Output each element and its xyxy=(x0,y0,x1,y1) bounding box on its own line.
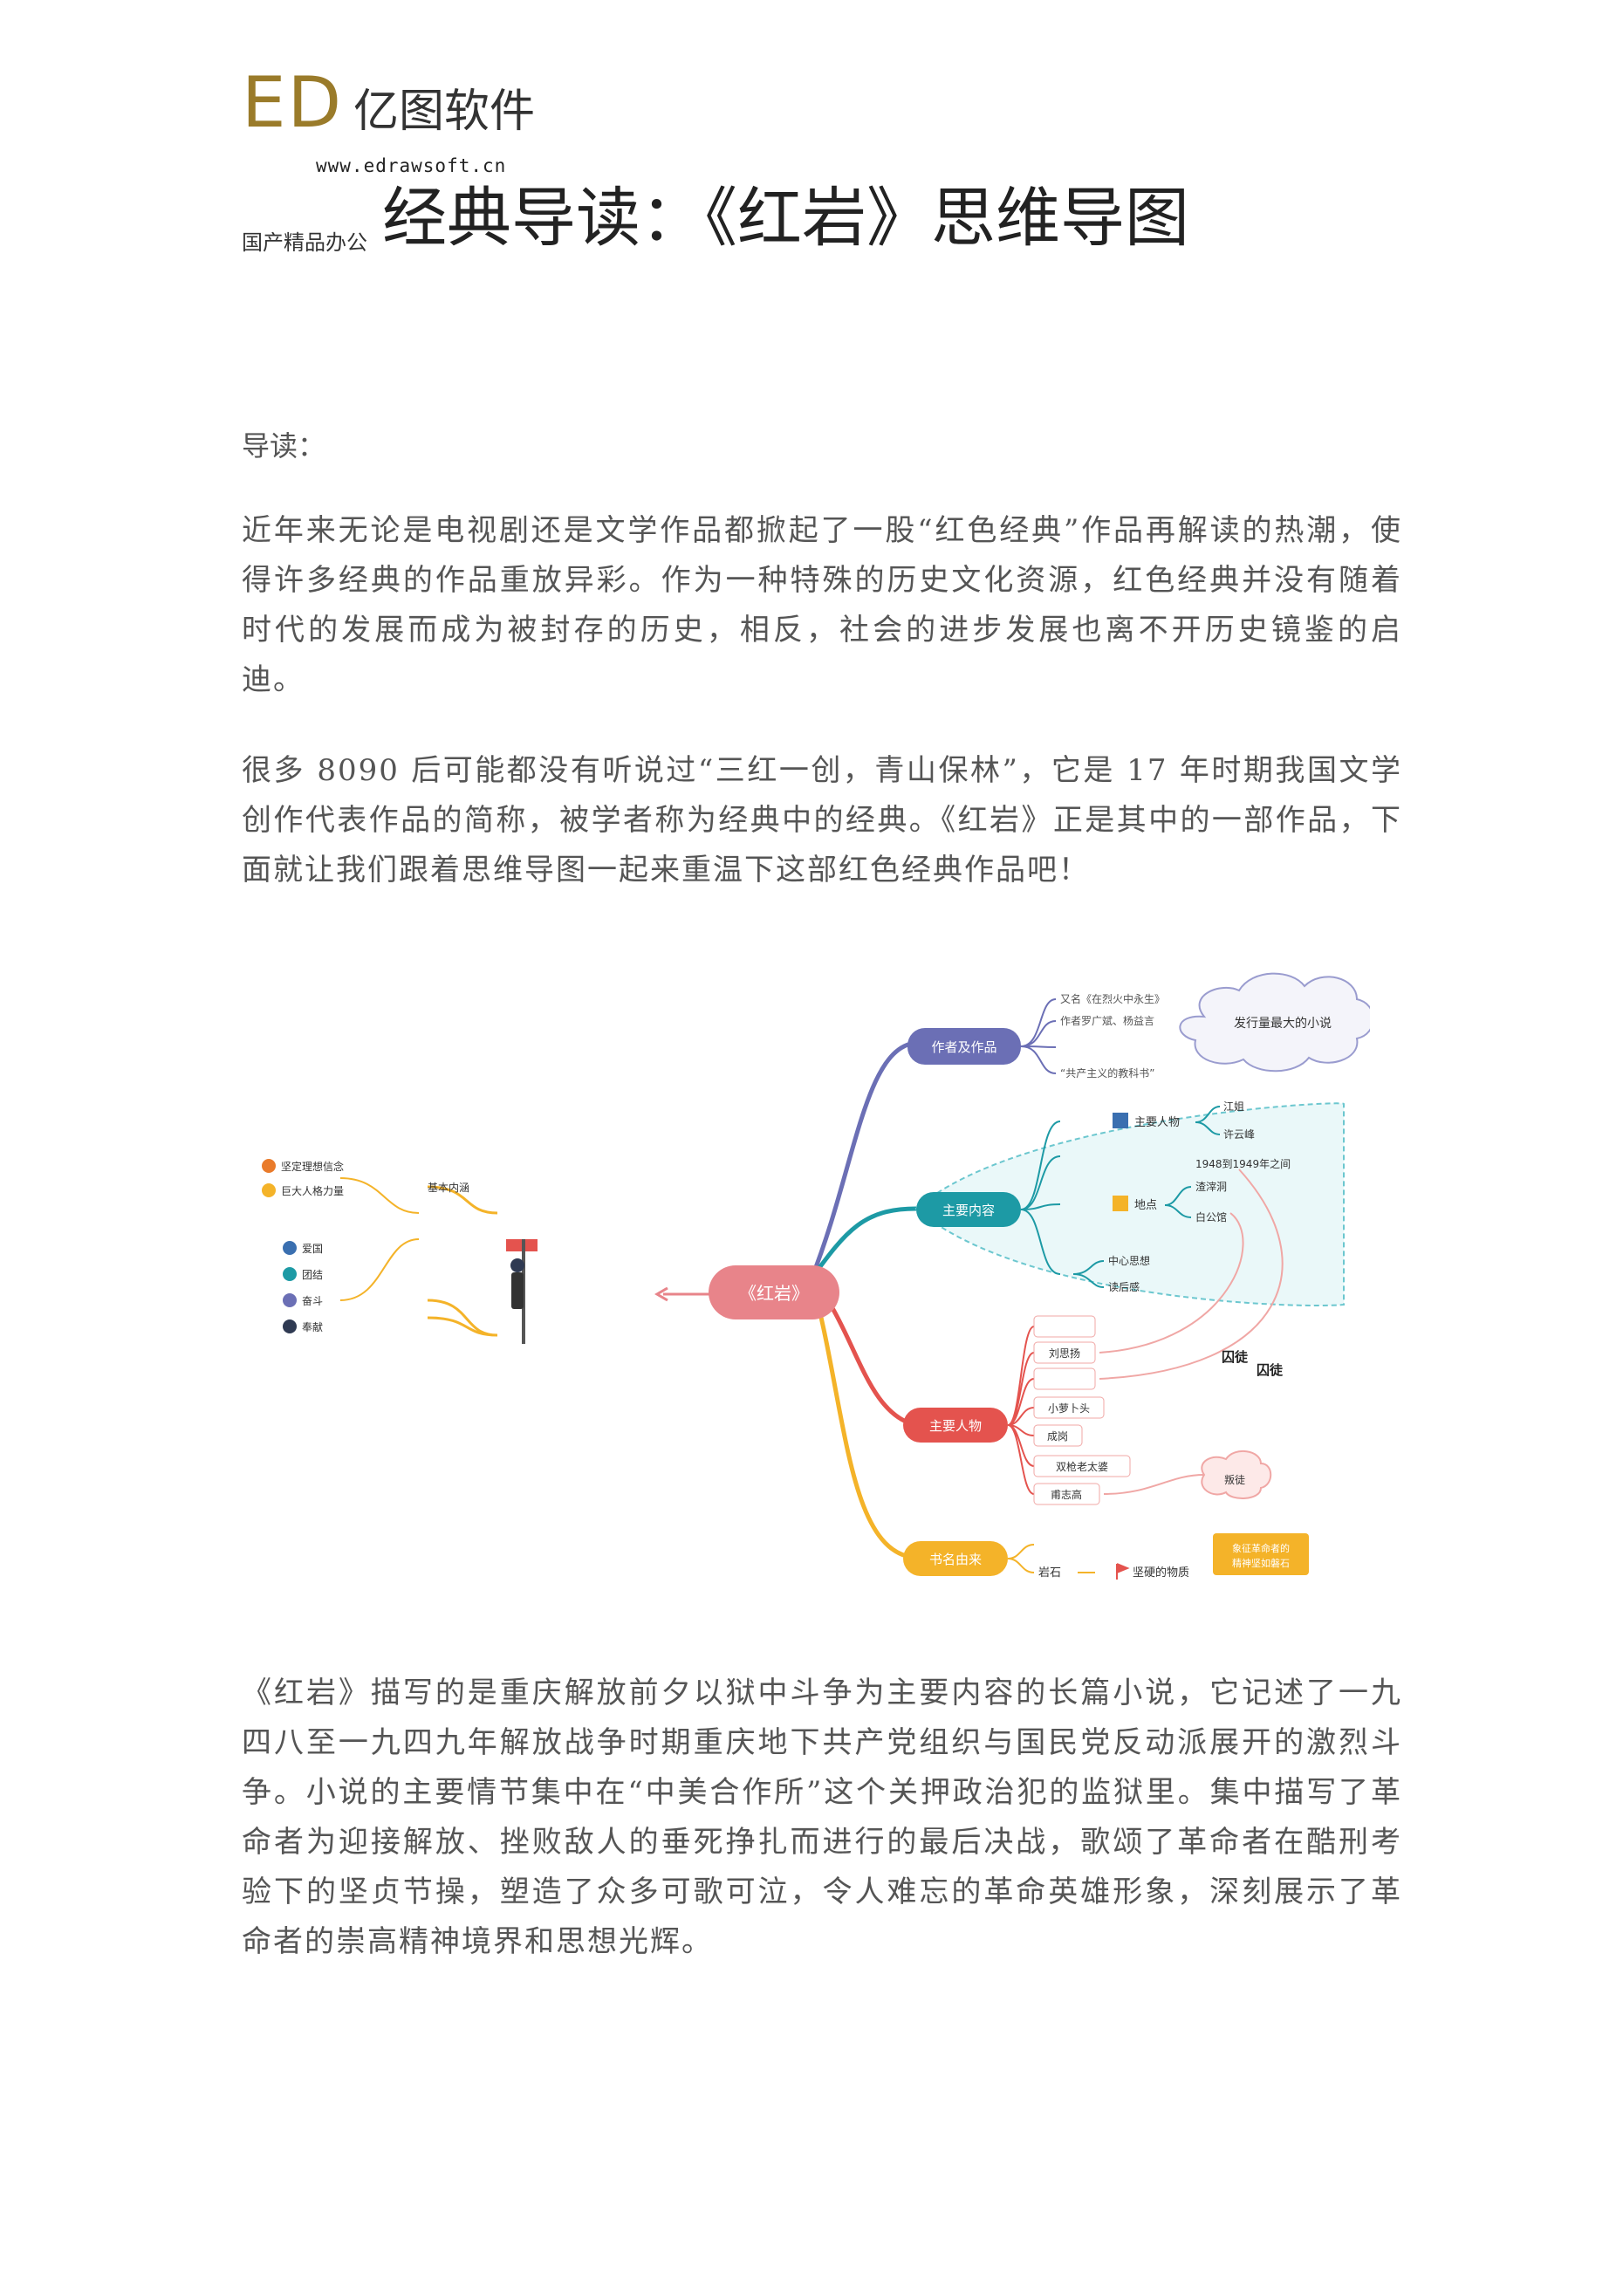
svg-text:中心思想: 中心思想 xyxy=(1108,1254,1150,1267)
paragraph-2: 很多 8090 后可能都没有听说过“三红一创，青山保林”，它是 17 年时期我国… xyxy=(242,753,1402,888)
logo-mark: ED xyxy=(242,62,344,143)
intro-label: 导读： xyxy=(242,429,326,463)
svg-text:主要内容: 主要内容 xyxy=(942,1203,995,1218)
svg-text:囚徒: 囚徒 xyxy=(1222,1349,1249,1365)
svg-text:作者罗广斌、杨益言: 作者罗广斌、杨益言 xyxy=(1060,1014,1154,1027)
svg-text:双枪老太婆: 双枪老太婆 xyxy=(1056,1460,1108,1473)
paragraph-3: 《红岩》描写的是重庆解放前夕以狱中斗争为主要内容的长篇小说，它记述了一九四八至一… xyxy=(242,1676,1402,1959)
svg-text:爱国: 爱国 xyxy=(302,1243,323,1255)
svg-text:岩石: 岩石 xyxy=(1038,1566,1061,1580)
svg-text:许云峰: 许云峰 xyxy=(1223,1128,1255,1141)
content-node xyxy=(916,1192,1021,1227)
svg-text:精神坚如磐石: 精神坚如磐石 xyxy=(1232,1557,1290,1569)
logo-name: 亿图软件 xyxy=(353,86,536,138)
svg-text:巨大人格力量: 巨大人格力量 xyxy=(281,1184,344,1197)
logo-url[interactable]: www.edrawsoft.cn xyxy=(316,155,507,176)
svg-text:刘思扬: 刘思扬 xyxy=(1049,1347,1080,1360)
svg-text:坚硬的物质: 坚硬的物质 xyxy=(1133,1566,1189,1580)
svg-text:成岗: 成岗 xyxy=(1047,1430,1068,1443)
paragraph-1: 近年来无论是电视剧还是文学作品都掀起了一股“红色经典”作品再解读的热潮，使得许多… xyxy=(242,513,1402,697)
center-label: 《红岩》 xyxy=(739,1283,809,1304)
svg-text:叛徒: 叛徒 xyxy=(1224,1474,1245,1486)
svg-text:奋斗: 奋斗 xyxy=(302,1295,323,1307)
svg-text:甫志高: 甫志高 xyxy=(1051,1488,1082,1501)
svg-text:坚定理想信念: 坚定理想信念 xyxy=(281,1160,344,1173)
svg-text:囚徒: 囚徒 xyxy=(1257,1362,1284,1378)
center-node xyxy=(709,1265,839,1319)
svg-text:1948到1949年之间: 1948到1949年之间 xyxy=(1195,1158,1291,1170)
svg-text:书名由来: 书名由来 xyxy=(929,1552,982,1567)
content-callout xyxy=(914,1102,1345,1307)
svg-text:又名《在烈火中永生》: 又名《在烈火中永生》 xyxy=(1060,992,1165,1005)
title-prefix: 国产精品办公 xyxy=(242,230,367,255)
svg-text:奉献: 奉献 xyxy=(302,1320,323,1333)
mind-map-image: 《红岩》 作者及作品 又名《在烈火中永生》 作者罗广斌、杨益言 “共产主义的教科… xyxy=(262,972,1370,1580)
svg-text:地点: 地点 xyxy=(1134,1199,1157,1212)
svg-text:“共产主义的教科书”: “共产主义的教科书” xyxy=(1060,1066,1154,1079)
svg-text:基本内涵: 基本内涵 xyxy=(428,1182,469,1194)
author-node xyxy=(907,1028,1021,1065)
svg-text:团结: 团结 xyxy=(302,1269,323,1281)
page-title: 经典导读：《红岩》思维导图 xyxy=(382,181,1189,256)
svg-text:白公馆: 白公馆 xyxy=(1195,1210,1227,1223)
svg-text:发行量最大的小说: 发行量最大的小说 xyxy=(1234,1017,1332,1031)
svg-text:渣滓洞: 渣滓洞 xyxy=(1195,1181,1227,1193)
svg-text:主要人物: 主要人物 xyxy=(929,1418,982,1434)
svg-text:江姐: 江姐 xyxy=(1223,1100,1244,1113)
title-meaning-node xyxy=(903,1541,1008,1576)
svg-text:作者及作品: 作者及作品 xyxy=(931,1039,996,1055)
svg-text:象征革命者的: 象征革命者的 xyxy=(1232,1542,1290,1554)
svg-text:小萝卜头: 小萝卜头 xyxy=(1048,1402,1090,1415)
people-node xyxy=(903,1408,1008,1443)
svg-text:主要人物: 主要人物 xyxy=(1134,1116,1180,1129)
cloud-shape xyxy=(1179,972,1370,1073)
svg-text:读后感: 读后感 xyxy=(1108,1280,1140,1293)
